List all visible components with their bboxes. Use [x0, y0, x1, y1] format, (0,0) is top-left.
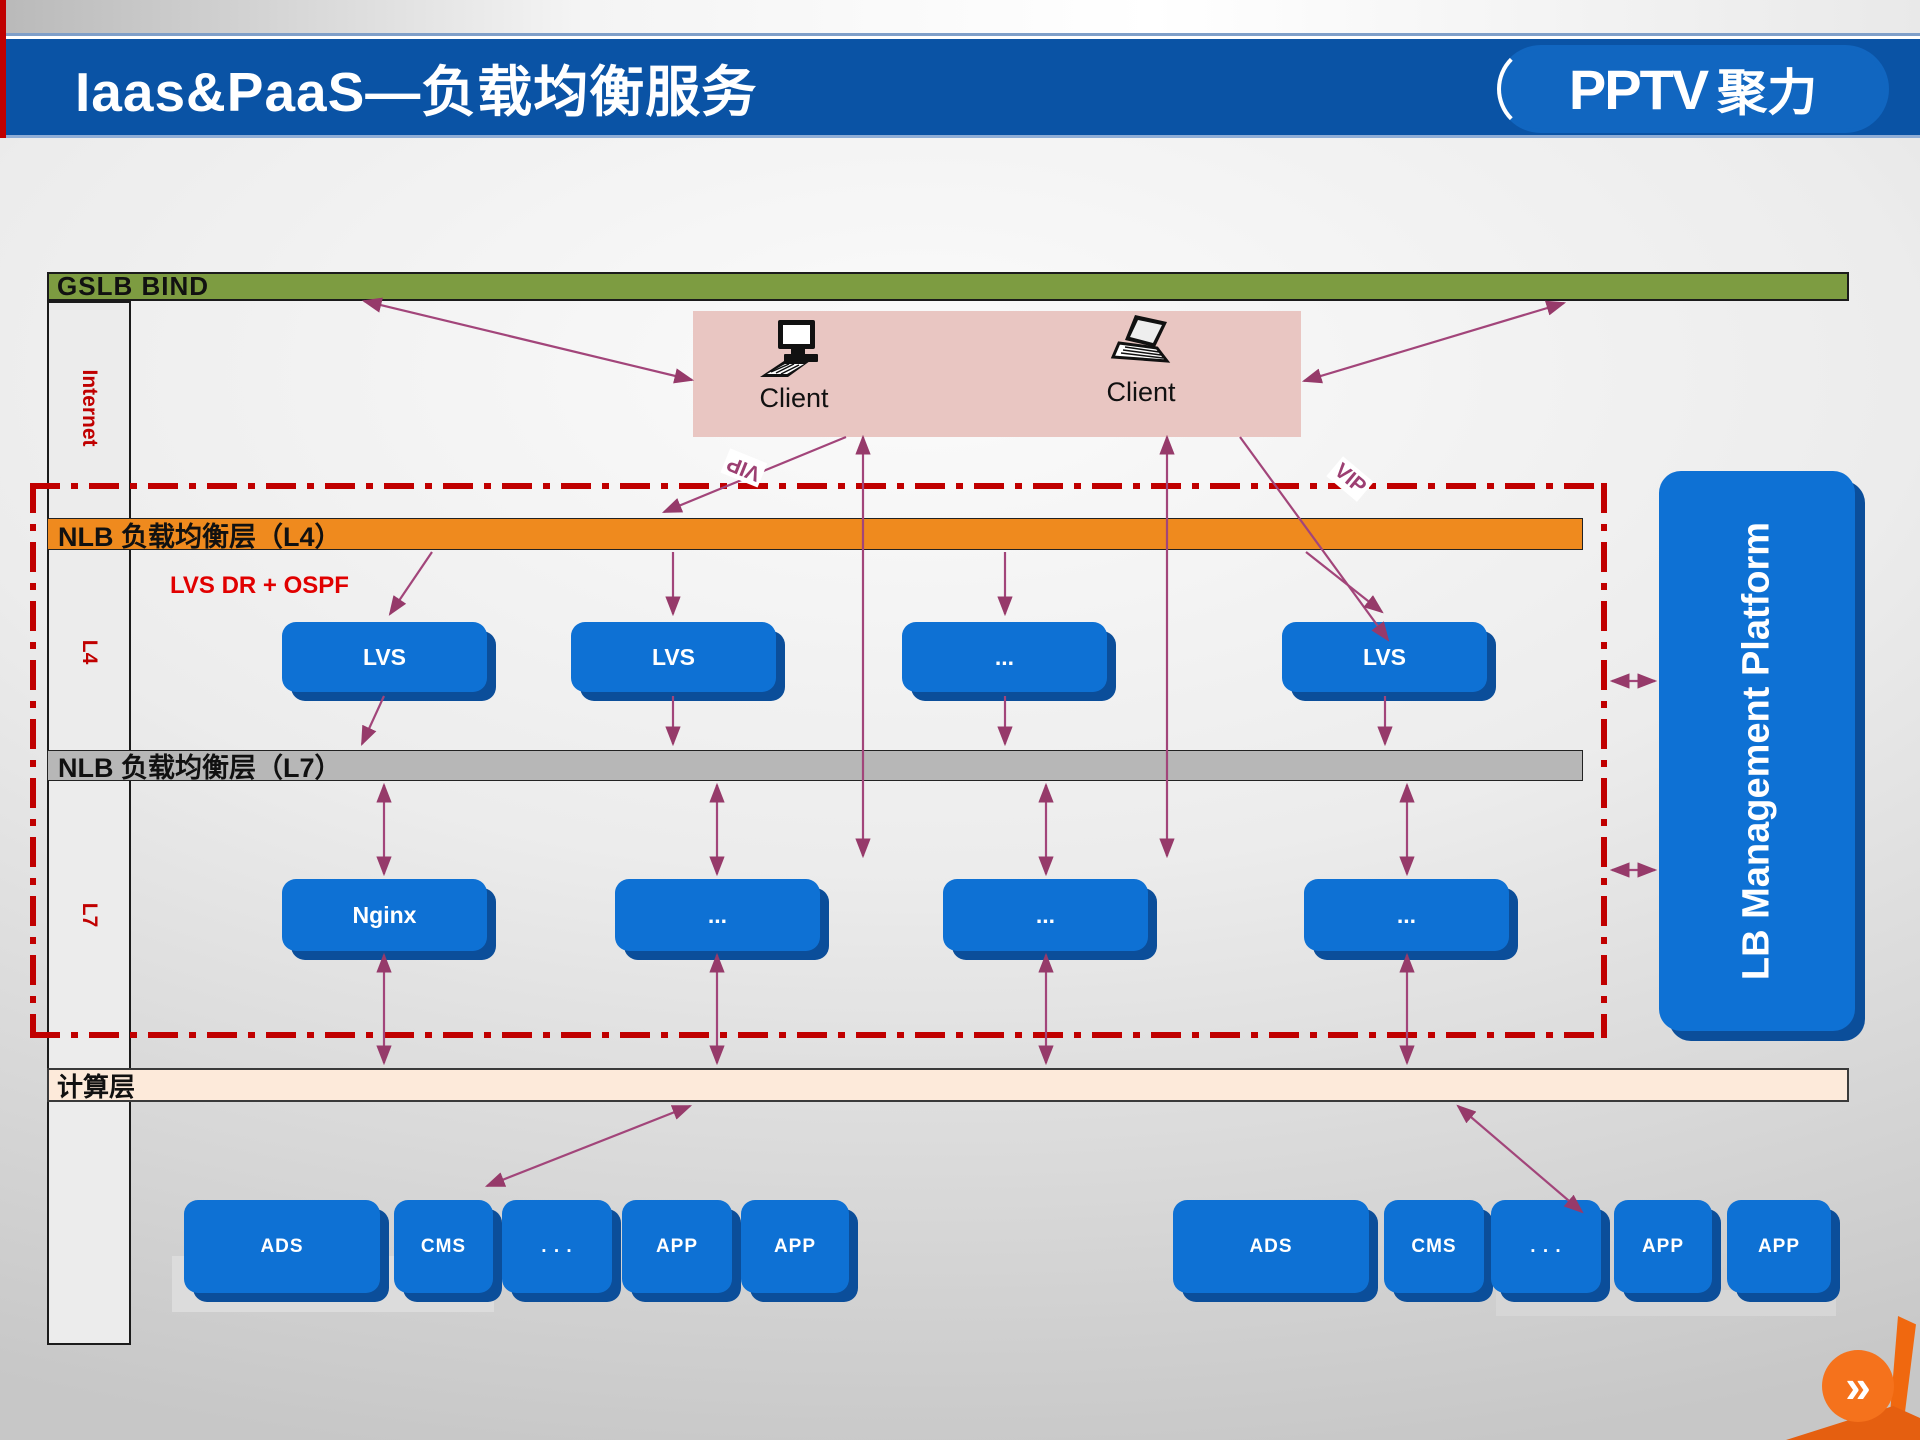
pptv-logo-suffix: 聚力 — [1717, 65, 1818, 121]
compute-node-cms: CMS — [1384, 1200, 1484, 1293]
l4-layer-label: L4 — [78, 639, 101, 665]
internet-layer-label: Internet — [78, 369, 101, 447]
compute-node-app: APP — [622, 1200, 732, 1293]
compute-node-app: APP — [1614, 1200, 1712, 1293]
client-desktop: Client — [758, 319, 830, 414]
pptv-logo: PPTV 聚力 — [1497, 45, 1889, 133]
l4-node-lvs: LVS — [571, 622, 776, 692]
nlb-l7-bar: NLB 负载均衡层（L7） — [47, 750, 1583, 783]
desktop-client-icon — [760, 320, 818, 377]
nlb-dashed-frame-bottom — [30, 1032, 1607, 1038]
compute-node-cms: CMS — [394, 1200, 493, 1293]
lvs-dr-ospf-note: LVS DR + OSPF — [170, 572, 349, 599]
laptop-client-icon — [1110, 315, 1171, 363]
compute-node-ads: ADS — [184, 1200, 380, 1293]
l7-node-nginx: Nginx — [282, 879, 487, 951]
l4-node-lvs: LVS — [1282, 622, 1487, 692]
compute-node-app: APP — [1727, 1200, 1831, 1293]
compute-node-ellipsis: . . . — [1491, 1200, 1601, 1293]
l4-node-ellipsis: ... — [902, 622, 1107, 692]
l7-node-ellipsis: ... — [1304, 879, 1509, 951]
header-divider-line — [0, 135, 1920, 138]
nlb-dashed-frame-left — [30, 483, 36, 1038]
gslb-bind-bar: GSLB BIND — [47, 271, 1849, 301]
client-label: Client — [759, 383, 829, 413]
client-label: Client — [1106, 377, 1176, 407]
page-title: Iaas&PaaS—负载均衡服务 — [75, 61, 758, 123]
header-divider-line — [0, 33, 1920, 36]
nlb-dashed-frame-right — [1601, 483, 1607, 1038]
header-divider-line — [0, 36, 1920, 39]
header-red-accent — [0, 0, 6, 138]
header-gradient-strip — [0, 0, 1920, 33]
pptv-logo-brand: PPTV — [1568, 57, 1709, 121]
client-zone: Client Client — [693, 311, 1301, 437]
backdrop-panel — [1496, 1290, 1836, 1316]
l4-node-lvs: LVS — [282, 622, 487, 692]
compute-node-ellipsis: . . . — [502, 1200, 612, 1293]
compute-node-app: APP — [741, 1200, 849, 1293]
next-slide-icon[interactable]: » — [1822, 1350, 1894, 1422]
compute-layer-bar: 计算层 — [47, 1068, 1849, 1102]
client-laptop: Client — [1105, 313, 1177, 408]
lb-management-platform-label: LB Management Platform — [1735, 521, 1778, 981]
nlb-l4-bar: NLB 负载均衡层（L4） — [47, 518, 1583, 552]
compute-node-ads: ADS — [1173, 1200, 1369, 1293]
lb-management-platform: LB Management Platform — [1659, 471, 1855, 1031]
l7-layer-label: L7 — [78, 902, 101, 928]
l7-node-ellipsis: ... — [943, 879, 1148, 951]
network-layer-column — [47, 301, 131, 1345]
l7-node-ellipsis: ... — [615, 879, 820, 951]
